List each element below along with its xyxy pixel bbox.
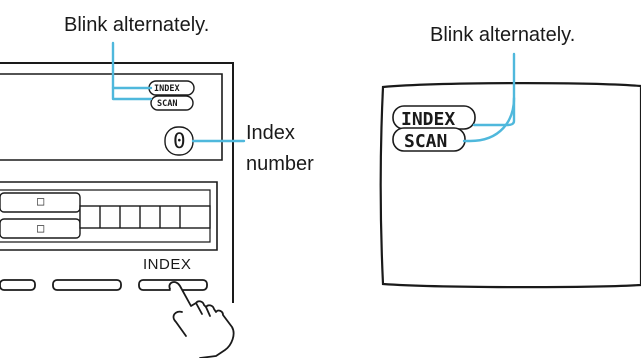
pointing-hand-icon [168, 281, 235, 358]
index-number-label-line1: Index [246, 122, 295, 144]
callout-lines-left [111, 41, 246, 143]
tape-piece-glyph-lower: □ [37, 221, 45, 235]
display-tags [148, 80, 195, 156]
tv-scan-pill [392, 127, 466, 152]
counter-strip [0, 192, 211, 239]
display-window [0, 73, 223, 161]
cassette-slot [0, 181, 218, 251]
index-button-label: INDEX [143, 256, 192, 273]
front-panel [0, 62, 234, 303]
button-left[interactable] [0, 279, 36, 291]
display-scan-text: SCAN [157, 99, 178, 109]
tape-piece-upper [0, 192, 81, 213]
button-middle[interactable] [52, 279, 122, 291]
tv-index-text: INDEX [401, 109, 456, 130]
callout-lines-right [462, 52, 516, 143]
panel-top-edge [0, 62, 234, 303]
tape-piece-glyph-upper: □ [37, 194, 45, 208]
tv-screen [379, 82, 641, 289]
display-index-text: INDEX [154, 84, 180, 94]
callout-line-blink-left [111, 41, 153, 101]
display-scan-pill [150, 95, 194, 111]
index-number-label-line2: number [246, 153, 314, 175]
blink-alternately-label-right: Blink alternately. [430, 24, 576, 46]
index-digit: 0 [173, 129, 186, 153]
callout-line-blink-right [472, 52, 516, 127]
blink-alternately-label-left: Blink alternately. [64, 14, 210, 36]
counter-bar [79, 205, 211, 229]
tv-scan-text: SCAN [404, 131, 448, 152]
callout-line-blink-right-branch [462, 96, 516, 143]
